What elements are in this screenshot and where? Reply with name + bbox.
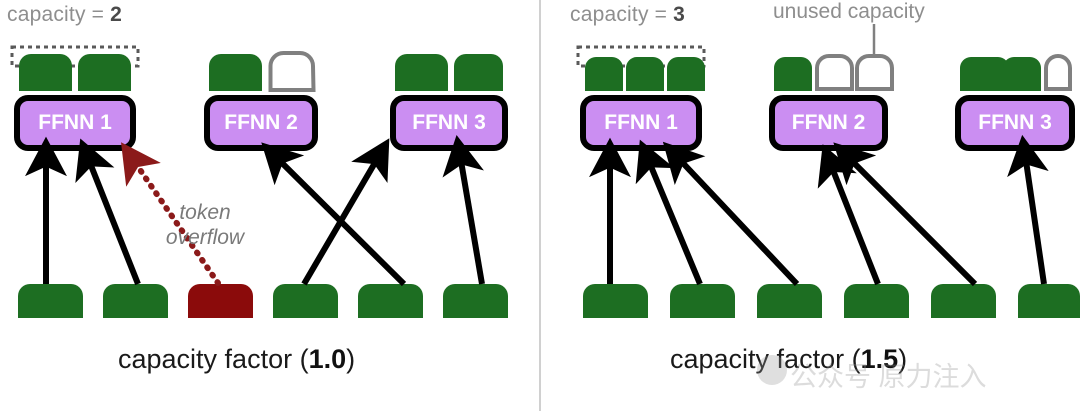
capacity-slot-filled [209, 54, 262, 91]
capacity-slot-filled [626, 57, 664, 91]
input-token[interactable] [103, 284, 168, 318]
capacity-slot-filled [667, 57, 705, 91]
right-panel [576, 24, 1080, 318]
input-token[interactable] [757, 284, 822, 318]
expert-label-ffnn2-left: FFNN 2 [224, 111, 298, 134]
capacity-slot-empty [1044, 53, 1072, 91]
input-token[interactable] [358, 284, 423, 318]
input-token[interactable] [844, 284, 909, 318]
overflow-arrow [121, 142, 221, 286]
input-token-overflow[interactable] [188, 284, 253, 318]
expert-label-ffnn3-left: FFNN 3 [412, 111, 486, 134]
expert-box-ffnn1[interactable] [14, 95, 136, 151]
unused-capacity-label: unused capacity [773, 0, 925, 23]
expert-box-ffnn2[interactable] [204, 95, 318, 151]
capacity-slot-filled [454, 54, 503, 91]
capacity-slot-filled [1003, 57, 1041, 91]
input-token[interactable] [273, 284, 338, 318]
expert-label-ffnn1-right: FFNN 1 [604, 111, 678, 134]
capacity-slot-filled [19, 54, 72, 91]
capacity-slot-filled [960, 57, 1009, 91]
watermark-logo [757, 355, 787, 385]
capacity-slot-empty [268, 51, 316, 92]
caption-right: capacity factor (1.5) [670, 344, 908, 374]
token-overflow-label: token overflow [165, 201, 245, 249]
capacity-slot-filled [78, 54, 131, 91]
capacity-slot-filled [395, 54, 448, 91]
routing-arrow [635, 139, 703, 286]
routing-arrow [817, 144, 881, 286]
expert-label-ffnn3-right: FFNN 3 [978, 111, 1052, 134]
capacity-label-right: capacity = 3 [570, 3, 686, 26]
routing-arrow [833, 142, 978, 287]
routing-arrow [442, 134, 485, 285]
caption-left: capacity factor (1.0) [118, 344, 356, 374]
capacity-slot-empty [855, 54, 894, 91]
expert-label-ffnn2-right: FFNN 2 [791, 111, 866, 134]
left-panel [10, 45, 508, 318]
watermark-text: 公众号 原力注入 [790, 362, 987, 392]
capacity-slot-empty [815, 54, 854, 91]
capacity-slot-filled [774, 57, 812, 91]
input-token[interactable] [443, 284, 508, 318]
routing-arrow [1007, 134, 1049, 285]
capacity-bracket-left [10, 45, 140, 68]
input-token[interactable] [583, 284, 648, 318]
input-token[interactable] [670, 284, 735, 318]
capacity-label-left: capacity = 2 [7, 3, 123, 26]
expert-label-ffnn1-left: FFNN 1 [38, 111, 112, 134]
capacity-slot-filled [585, 57, 623, 91]
routing-arrow [261, 142, 407, 287]
routing-arrow [662, 141, 800, 287]
input-token[interactable] [18, 284, 83, 318]
input-token[interactable] [931, 284, 996, 318]
routing-arrow [75, 138, 141, 286]
input-token[interactable] [1018, 284, 1080, 318]
